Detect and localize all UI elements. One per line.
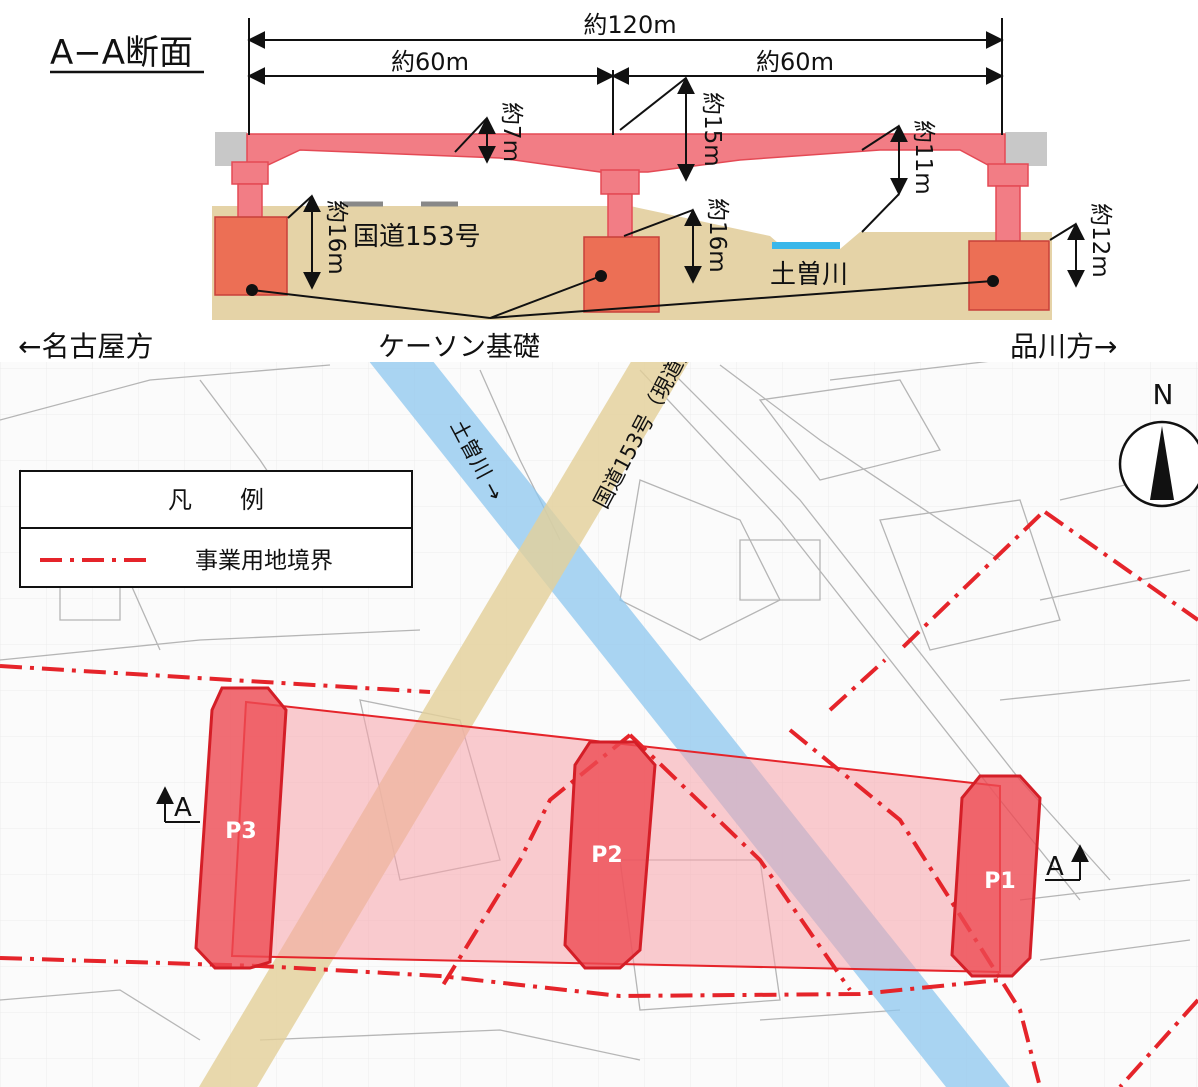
legend-title: 凡 例 (168, 486, 264, 514)
section-mark-left: A (156, 786, 200, 823)
section-mark-left-label: A (174, 793, 192, 823)
dim-left-span: 約60m (391, 48, 469, 76)
direction-nagoya: ←名古屋方 (18, 330, 153, 363)
section-pier-right (987, 163, 1029, 243)
pier-P2-label: P2 (591, 843, 622, 868)
section-title: A−A断面 (50, 33, 193, 73)
dim-total: 約120m (583, 11, 676, 39)
north-label: N (1153, 378, 1174, 411)
dim-depth-right: 約12m (1087, 203, 1113, 278)
dim-right-span: 約60m (756, 48, 834, 76)
river-name-label: 土曽川 (770, 260, 848, 290)
pier-P3[interactable]: P3 (194, 686, 288, 970)
abutment-right (1005, 132, 1047, 166)
caisson-right (968, 240, 1050, 311)
dim-height-11: 約11m (910, 120, 936, 195)
label-band (0, 320, 1198, 362)
cross-section: A−A断面 (18, 11, 1117, 363)
plan-map: P3 P2 P1 A A 土曽川 → 国道153号（現道） N (0, 336, 1198, 1087)
section-pier-left (231, 161, 269, 219)
dim-height-15: 約15m (699, 92, 725, 167)
vertical-dims (287, 76, 1085, 290)
abutment-left (215, 132, 247, 166)
north-arrow: N (1118, 378, 1198, 508)
pier-P1-label: P1 (984, 869, 1015, 894)
caisson-label: ケーソン基礎 (378, 332, 540, 363)
river-water (772, 242, 840, 249)
pier-P2[interactable]: P2 (563, 740, 657, 970)
pier-P3-label: P3 (225, 819, 256, 844)
girder (246, 133, 1006, 173)
dim-depth-left: 約16m (323, 200, 349, 275)
section-mark-right: A (1045, 844, 1089, 882)
dimension-lines (247, 18, 1004, 135)
dim-depth-center: 約16m (704, 198, 730, 273)
legend: 凡 例 事業用地境界 (19, 470, 413, 588)
caisson-leaders (246, 270, 999, 319)
legend-item-label: 事業用地境界 (195, 548, 333, 574)
section-mark-right-label: A (1046, 852, 1064, 882)
direction-shinagawa: 品川方→ (1010, 330, 1117, 363)
dim-height-7: 約7m (498, 102, 524, 162)
section-pier-center (600, 169, 640, 239)
pier-P1[interactable]: P1 (950, 774, 1042, 978)
road-name-label: 国道153号 (353, 222, 481, 252)
caisson-left (214, 216, 288, 296)
